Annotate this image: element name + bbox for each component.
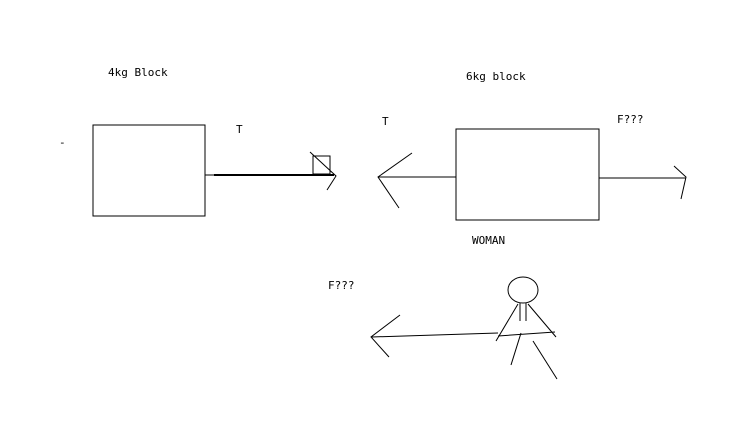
- tension-label-left: T: [236, 123, 243, 136]
- woman-leg-left: [510, 332, 522, 366]
- woman-dress: [495, 303, 557, 342]
- block-4kg: [92, 124, 206, 217]
- woman-label: WOMAN: [472, 234, 505, 247]
- force-label-right: F???: [617, 113, 644, 126]
- woman-group: WOMAN F???: [328, 234, 558, 380]
- tension-arrow-head-right: [377, 152, 413, 209]
- small-square-mark: [312, 155, 331, 175]
- stray-mark: -: [59, 136, 66, 149]
- block-4kg-group: 4kg Block T: [92, 66, 337, 217]
- force-arrow-shaft-woman: [371, 332, 499, 338]
- block-4kg-label: 4kg Block: [108, 66, 168, 79]
- woman-leg-right: [532, 340, 558, 380]
- block-6kg: [455, 128, 600, 221]
- force-label-woman: F???: [328, 279, 355, 292]
- woman-head: [507, 276, 539, 304]
- force-arrow-head-woman: [370, 314, 401, 358]
- block-6kg-group: 6kg block T F???: [377, 70, 687, 221]
- woman-stick-figure-icon: [495, 276, 558, 380]
- tension-arrow-head-left: [309, 151, 337, 191]
- block-6kg-label: 6kg block: [466, 70, 526, 83]
- force-arrow-head-right: [673, 165, 687, 200]
- tension-label-right: T: [382, 115, 389, 128]
- rope-attachment-mark: [204, 155, 214, 176]
